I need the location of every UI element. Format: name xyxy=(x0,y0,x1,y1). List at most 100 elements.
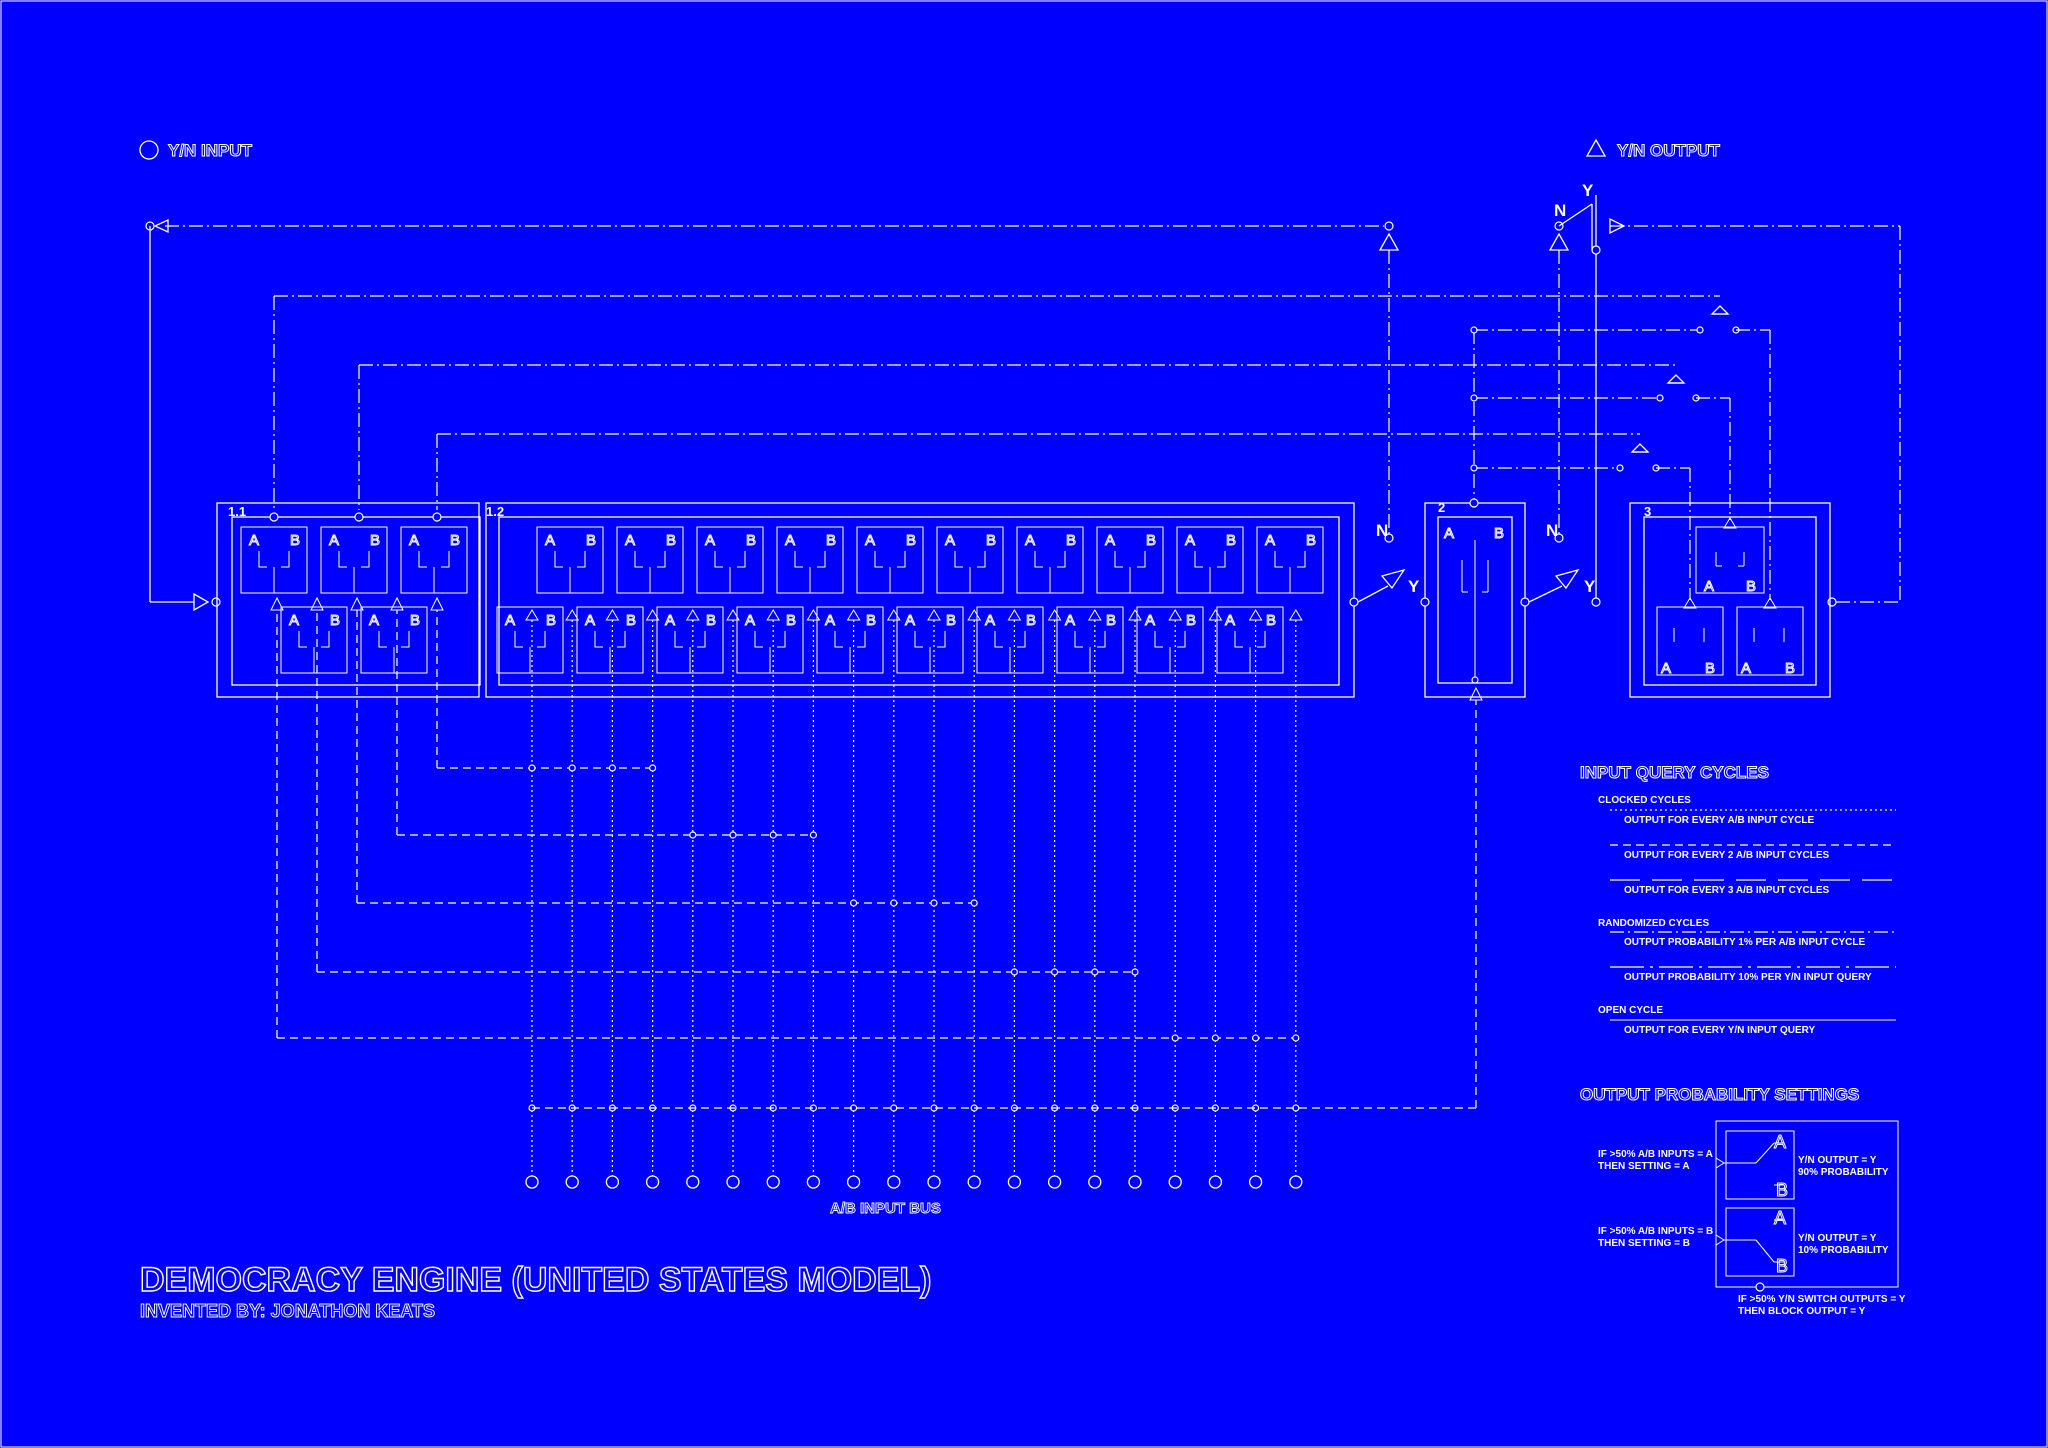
voter-cell-a: A xyxy=(289,612,299,629)
bus-terminal xyxy=(887,1175,901,1189)
voter-cell-a: A xyxy=(945,532,955,549)
page-subtitle: INVENTED BY: JONATHON KEATS xyxy=(140,1301,435,1321)
yn-output-terminal xyxy=(1585,138,1607,157)
bus-arrow xyxy=(846,609,861,621)
voter-cell-a: A xyxy=(985,612,995,629)
voter-cell-b: B xyxy=(1306,532,1316,549)
bus-group-junction xyxy=(849,899,858,907)
voter-cell-b: B xyxy=(906,532,916,549)
bus-group-junction xyxy=(809,831,818,839)
bus-arrow xyxy=(525,609,539,621)
bus-group-arrow xyxy=(310,596,324,611)
page-title: DEMOCRACY ENGINE (UNITED STATES MODEL) xyxy=(140,1261,931,1299)
bus-group-arrow xyxy=(350,596,364,611)
bus-group-junction xyxy=(729,831,737,839)
voter-cell-a: A xyxy=(545,532,555,549)
voter-cell-contact-b xyxy=(777,631,786,648)
voter-cell-b: B xyxy=(666,532,676,549)
voter-cell-contact-a xyxy=(514,631,523,648)
voter-cell-contact-a xyxy=(754,631,763,648)
bus-terminal xyxy=(1248,1175,1263,1189)
voter-cell-b: B xyxy=(986,532,996,549)
voter-cell-a: A xyxy=(1145,612,1155,629)
setting-top-a: A xyxy=(1774,1208,1786,1228)
bus-group-junction xyxy=(608,764,617,772)
switch-y-label: Y xyxy=(1582,181,1594,200)
bus-terminal xyxy=(927,1175,941,1189)
voter-cell-contact-b xyxy=(817,551,826,568)
voter-cell-contact-a xyxy=(1154,631,1163,648)
rule-b-line-2: THEN SETTING = B xyxy=(1598,1238,1690,1249)
rule-a-line-2: THEN SETTING = A xyxy=(1598,1161,1690,1172)
voter-cell-b: B xyxy=(1106,612,1116,629)
voter-cell-contact-b xyxy=(321,631,330,648)
voter-cell-a: A xyxy=(1065,612,1075,629)
voter-cell-b: B xyxy=(1146,532,1156,549)
bus-group-junction xyxy=(1131,968,1139,976)
voter-cell-contact-b xyxy=(1177,631,1186,648)
bus-terminal xyxy=(1007,1175,1022,1189)
out-a-line-2: 90% PROBABILITY xyxy=(1798,1167,1889,1178)
voter-cell-contact-a xyxy=(594,631,603,648)
bus-group-junction xyxy=(970,899,978,907)
voter-cell-b: B xyxy=(786,612,796,629)
feedback-bus xyxy=(145,195,1901,612)
bus-group-junction xyxy=(689,831,697,839)
yn-input-label: Y/N INPUT xyxy=(168,141,253,160)
module-1-1 xyxy=(216,502,481,698)
voter-cell-contact-b xyxy=(281,551,290,568)
voter-cell-contact-a xyxy=(1194,551,1203,568)
voter-cell-contact-b xyxy=(1057,551,1066,568)
bus-terminal xyxy=(766,1175,780,1189)
bus-terminal xyxy=(525,1175,539,1189)
module-3-left-b: B xyxy=(1705,660,1715,677)
module-1-2-y-label: Y xyxy=(1408,577,1420,596)
bus-label: A/B INPUT BUS xyxy=(830,1200,941,1217)
voter-cell-a: A xyxy=(1105,532,1115,549)
bus-arrow xyxy=(1248,609,1263,621)
voter-cell-b: B xyxy=(746,532,756,549)
voter-cell-a: A xyxy=(745,612,755,629)
setting-bottom-a: A xyxy=(1774,1132,1786,1152)
module-2-a: A xyxy=(1444,525,1454,542)
bus-group-junction xyxy=(648,764,657,772)
bus-arrow xyxy=(1087,609,1102,621)
voter-cell-contact-a xyxy=(1234,631,1243,648)
module-3-label: 3 xyxy=(1644,504,1651,519)
switch-n-label: N xyxy=(1554,201,1566,220)
voter-cell-b: B xyxy=(626,612,636,629)
bus-group-junction xyxy=(1251,1034,1260,1042)
voter-cell-contact-a xyxy=(554,551,563,568)
bus-group-junction xyxy=(1211,1034,1220,1042)
bus-arrow xyxy=(605,609,620,621)
bus-group-junction xyxy=(528,764,536,772)
bus-group-arrow xyxy=(390,596,404,611)
voter-cell-contact-a xyxy=(954,551,963,568)
legend-input-query-cycles: INPUT QUERY CYCLES CLOCKED CYCLES OUTPUT… xyxy=(1580,763,1896,1036)
bus-riser-arrow xyxy=(1469,686,1483,701)
voter-cell-contact-b xyxy=(361,551,370,568)
voter-cell-contact-a xyxy=(794,551,803,568)
voter-cell-b: B xyxy=(1266,612,1276,629)
bus-arrow xyxy=(1128,609,1142,621)
legend-item-random-2: OUTPUT PROBABILITY 10% PER Y/N INPUT QUE… xyxy=(1624,972,1872,983)
bus-terminal xyxy=(1168,1175,1182,1189)
voter-cell-b: B xyxy=(330,612,340,629)
ab-input-bus xyxy=(270,596,1483,1189)
bus-arrow xyxy=(685,609,700,621)
bus-terminal xyxy=(686,1175,700,1189)
block-line-1: IF >50% Y/N SWITCH OUTPUTS = Y xyxy=(1738,1294,1906,1305)
bus-arrow xyxy=(1047,609,1062,621)
bus-group-junction xyxy=(1292,1034,1300,1042)
voter-cell-a: A xyxy=(249,532,259,549)
voter-cell-contact-a xyxy=(1274,551,1283,568)
